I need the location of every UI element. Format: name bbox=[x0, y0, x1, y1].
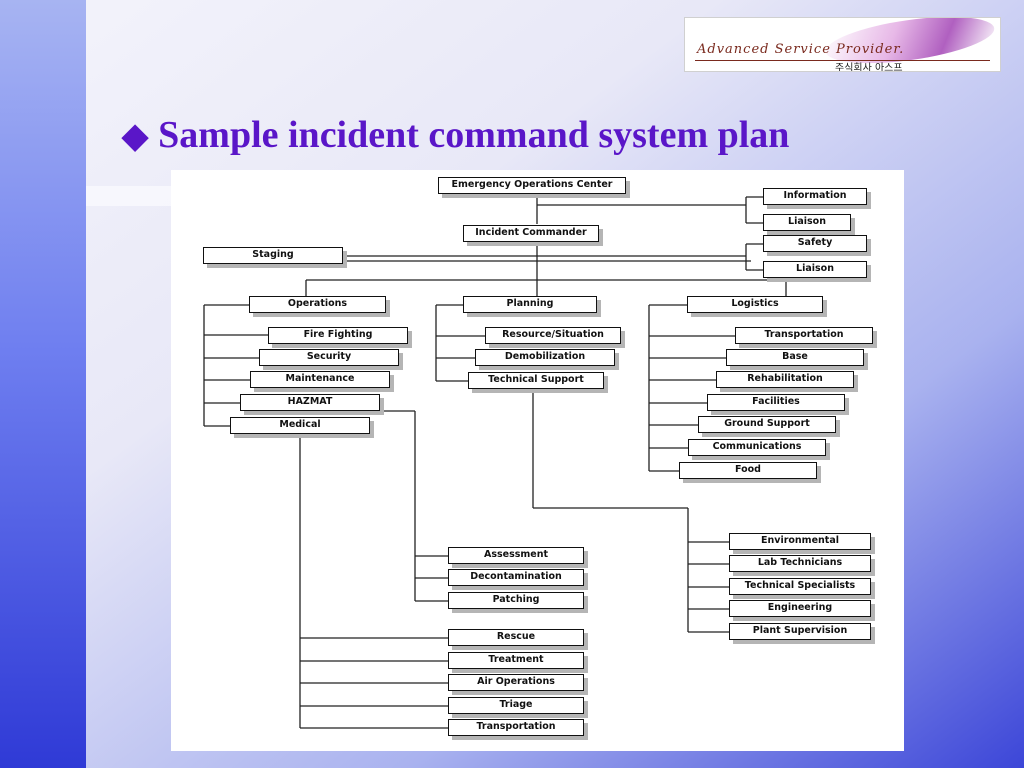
org-chart-connectors bbox=[203, 194, 787, 729]
node-decontamination: Decontamination bbox=[448, 569, 584, 586]
node-safety: Safety bbox=[763, 235, 867, 252]
slide-title: ◆Sample incident command system plan bbox=[122, 110, 789, 160]
org-chart: Emergency Operations Center Information … bbox=[171, 170, 904, 751]
node-food: Food bbox=[679, 462, 817, 479]
node-maintenance: Maintenance bbox=[250, 371, 390, 388]
node-liaison-top: Liaison bbox=[763, 214, 851, 231]
accent-stripe bbox=[86, 186, 174, 206]
node-technical-support: Technical Support bbox=[468, 372, 604, 389]
node-demobilization: Demobilization bbox=[475, 349, 615, 366]
node-transportation: Transportation bbox=[735, 327, 873, 344]
node-technical-specialists: Technical Specialists bbox=[729, 578, 871, 595]
left-accent-bar bbox=[0, 0, 86, 768]
node-logistics: Logistics bbox=[687, 296, 823, 313]
node-lab-technicians: Lab Technicians bbox=[729, 555, 871, 572]
node-environmental: Environmental bbox=[729, 533, 871, 550]
node-communications: Communications bbox=[688, 439, 826, 456]
node-ground-support: Ground Support bbox=[698, 416, 836, 433]
logo-underline bbox=[695, 60, 990, 61]
node-emergency-operations-center: Emergency Operations Center bbox=[438, 177, 626, 194]
node-planning: Planning bbox=[463, 296, 597, 313]
node-incident-commander: Incident Commander bbox=[463, 225, 599, 242]
node-rehabilitation: Rehabilitation bbox=[716, 371, 854, 388]
node-hazmat: HAZMAT bbox=[240, 394, 380, 411]
node-information: Information bbox=[763, 188, 867, 205]
node-patching: Patching bbox=[448, 592, 584, 609]
node-operations: Operations bbox=[249, 296, 386, 313]
node-medical: Medical bbox=[230, 417, 370, 434]
node-medical-transportation: Transportation bbox=[448, 719, 584, 736]
node-security: Security bbox=[259, 349, 399, 366]
logo-korean-text: 주식회사 아스프 bbox=[835, 63, 903, 72]
node-rescue: Rescue bbox=[448, 629, 584, 646]
node-treatment: Treatment bbox=[448, 652, 584, 669]
node-facilities: Facilities bbox=[707, 394, 845, 411]
node-engineering: Engineering bbox=[729, 600, 871, 617]
company-logo: Advanced Service Provider. 주식회사 아스프 bbox=[684, 17, 1001, 72]
diamond-bullet-icon: ◆ bbox=[122, 118, 149, 155]
node-staging: Staging bbox=[203, 247, 343, 264]
node-assessment: Assessment bbox=[448, 547, 584, 564]
node-air-operations: Air Operations bbox=[448, 674, 584, 691]
slide-title-text: Sample incident command system plan bbox=[158, 114, 790, 156]
node-triage: Triage bbox=[448, 697, 584, 714]
node-resource-situation: Resource/Situation bbox=[485, 327, 621, 344]
logo-script-text: Advanced Service Provider. bbox=[697, 42, 905, 57]
node-fire-fighting: Fire Fighting bbox=[268, 327, 408, 344]
node-liaison: Liaison bbox=[763, 261, 867, 278]
node-base: Base bbox=[726, 349, 864, 366]
node-plant-supervision: Plant Supervision bbox=[729, 623, 871, 640]
